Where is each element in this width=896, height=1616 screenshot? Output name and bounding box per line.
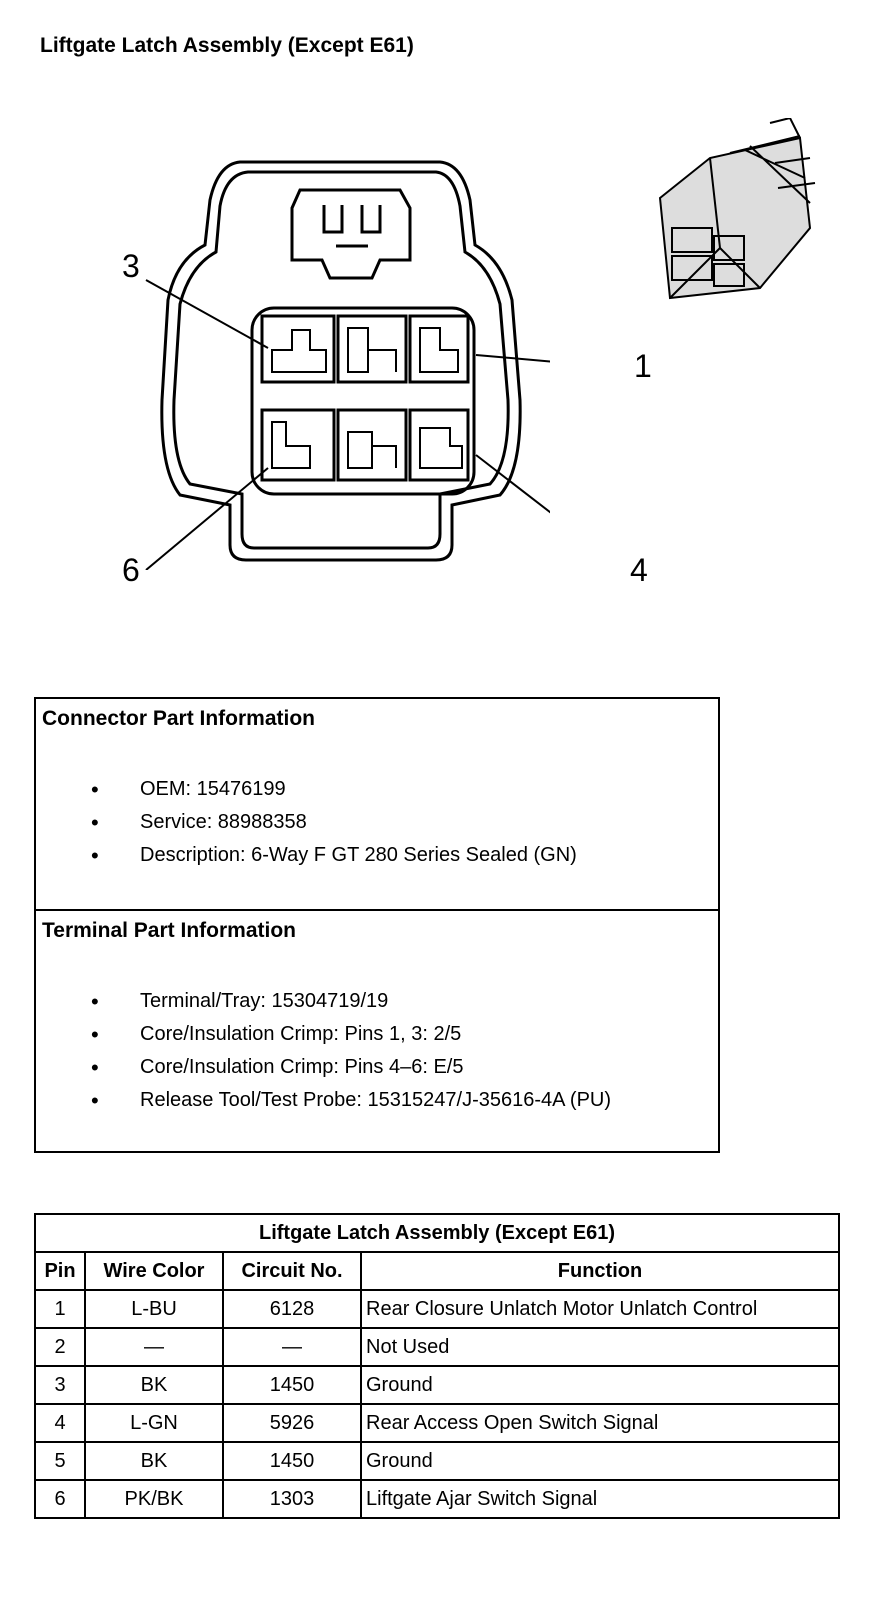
- table-row: 6 PK/BK 1303 Liftgate Ajar Switch Signal: [34, 1479, 840, 1519]
- callout-pin-1: 1: [634, 348, 652, 384]
- cell-pin: 5: [34, 1441, 86, 1481]
- connector-info-heading: Connector Part Information: [42, 707, 316, 730]
- cell-function: Liftgate Ajar Switch Signal: [360, 1479, 840, 1519]
- cell-wire-color: —: [84, 1327, 224, 1367]
- cell-wire-color: PK/BK: [84, 1479, 224, 1519]
- cell-pin: 3: [34, 1365, 86, 1405]
- col-header-circuit-no: Circuit No.: [222, 1251, 362, 1291]
- terminal-info-heading: Terminal Part Information: [42, 919, 296, 942]
- part-info-box: Connector Part Information OEM: 15476199…: [34, 697, 720, 1153]
- callout-pin-4: 4: [630, 552, 648, 588]
- cell-circuit-no: 6128: [222, 1289, 362, 1329]
- col-header-wire-color: Wire Color: [84, 1251, 224, 1291]
- cell-pin: 1: [34, 1289, 86, 1329]
- list-item: Release Tool/Test Probe: 15315247/J-3561…: [36, 1084, 611, 1117]
- cell-wire-color: BK: [84, 1365, 224, 1405]
- list-item: Terminal/Tray: 15304719/19: [36, 985, 611, 1018]
- terminal-info-list: Terminal/Tray: 15304719/19 Core/Insulati…: [36, 985, 611, 1117]
- callout-pin-6: 6: [122, 552, 140, 588]
- list-item: OEM: 15476199: [36, 773, 577, 806]
- cell-function: Rear Closure Unlatch Motor Unlatch Contr…: [360, 1289, 840, 1329]
- cell-function: Ground: [360, 1365, 840, 1405]
- callout-pin-3: 3: [122, 248, 140, 284]
- terminal-part-info: Terminal Part Information Terminal/Tray:…: [36, 911, 718, 1151]
- cell-pin: 4: [34, 1403, 86, 1443]
- cell-pin: 2: [34, 1327, 86, 1367]
- connector-part-info: Connector Part Information OEM: 15476199…: [36, 699, 718, 911]
- col-header-pin: Pin: [34, 1251, 86, 1291]
- list-item: Service: 88988358: [36, 806, 577, 839]
- list-item: Core/Insulation Crimp: Pins 1, 3: 2/5: [36, 1018, 611, 1051]
- connector-face-diagram: [145, 160, 550, 570]
- table-row: 2 — — Not Used: [34, 1327, 840, 1367]
- cell-circuit-no: 5926: [222, 1403, 362, 1443]
- table-header-row: Pin Wire Color Circuit No. Function: [34, 1251, 840, 1291]
- page-title: Liftgate Latch Assembly (Except E61): [40, 34, 414, 57]
- cell-wire-color: L-BU: [84, 1289, 224, 1329]
- cell-wire-color: L-GN: [84, 1403, 224, 1443]
- table-caption: Liftgate Latch Assembly (Except E61): [34, 1213, 840, 1253]
- cell-function: Ground: [360, 1441, 840, 1481]
- cell-circuit-no: 1450: [222, 1441, 362, 1481]
- cell-function: Rear Access Open Switch Signal: [360, 1403, 840, 1443]
- col-header-function: Function: [360, 1251, 840, 1291]
- list-item: Core/Insulation Crimp: Pins 4–6: E/5: [36, 1051, 611, 1084]
- cell-circuit-no: 1303: [222, 1479, 362, 1519]
- cell-circuit-no: —: [222, 1327, 362, 1367]
- cell-function: Not Used: [360, 1327, 840, 1367]
- table-row: 1 L-BU 6128 Rear Closure Unlatch Motor U…: [34, 1289, 840, 1329]
- cell-pin: 6: [34, 1479, 86, 1519]
- table-row: 4 L-GN 5926 Rear Access Open Switch Sign…: [34, 1403, 840, 1443]
- table-row: 5 BK 1450 Ground: [34, 1441, 840, 1481]
- pinout-table: Liftgate Latch Assembly (Except E61) Pin…: [34, 1213, 840, 1519]
- list-item: Description: 6-Way F GT 280 Series Seale…: [36, 839, 577, 872]
- table-caption-row: Liftgate Latch Assembly (Except E61): [34, 1213, 840, 1253]
- connector-info-list: OEM: 15476199 Service: 88988358 Descript…: [36, 773, 577, 872]
- table-row: 3 BK 1450 Ground: [34, 1365, 840, 1405]
- cell-circuit-no: 1450: [222, 1365, 362, 1405]
- cell-wire-color: BK: [84, 1441, 224, 1481]
- connector-photo: [658, 118, 816, 300]
